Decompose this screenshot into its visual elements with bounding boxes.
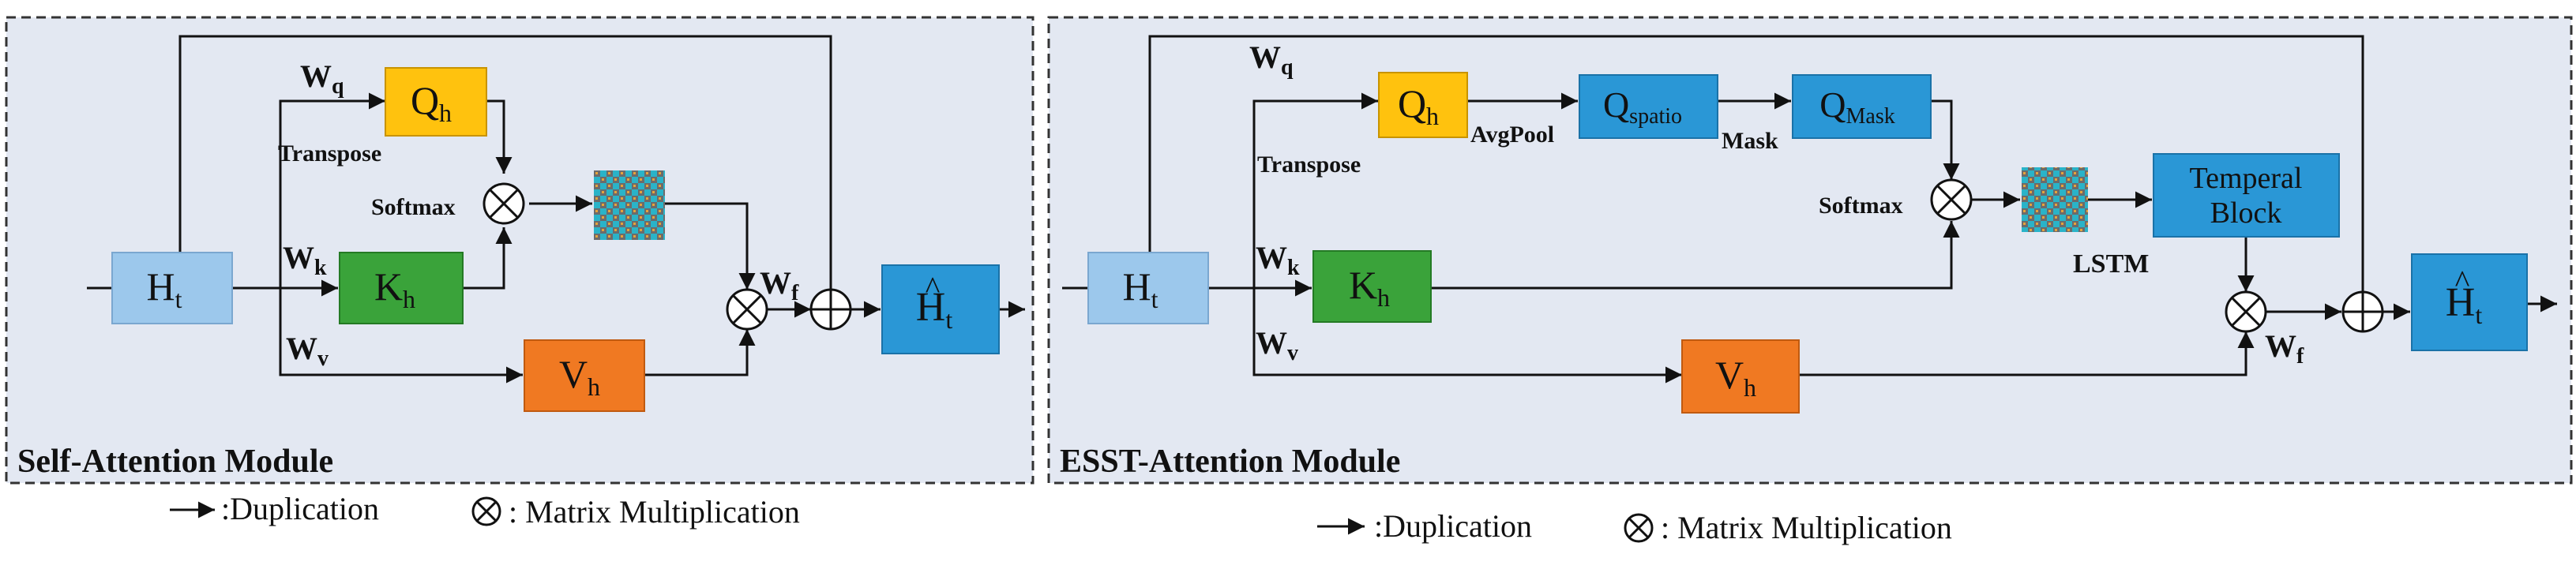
esst-attention-map (2022, 167, 2088, 232)
self-attention-map (594, 170, 665, 240)
legend-1-duplication: :Duplication (221, 491, 379, 526)
self-attention-panel: Ht Qh Kh Vh Ht ^ (5, 16, 1035, 485)
self-out-sub: t (945, 305, 952, 334)
svg-text:Ht: Ht (1123, 264, 1158, 313)
svg-text:Ht: Ht (147, 264, 182, 313)
self-output-node: Ht ^ (881, 264, 1000, 354)
esst-qspatio-node: Qspatio (1579, 74, 1718, 139)
esst-softmax-matmul-icon (1930, 178, 1973, 221)
self-qh-main: Q (411, 78, 439, 122)
legend-2-duplication: :Duplication (1374, 508, 1532, 544)
svg-text:Vh: Vh (1715, 353, 1756, 402)
esst-wv-label: Wv (1256, 325, 1298, 365)
esst-out-hat: ^ (2455, 264, 2470, 299)
self-kh-node: Kh (339, 252, 464, 324)
esst-ht-node: Ht (1087, 252, 1209, 324)
legend-1-matmul: : Matrix Multiplication (509, 494, 800, 530)
esst-avgpool-label: AvgPool (1470, 122, 1554, 148)
self-ht-sub: t (175, 285, 182, 313)
self-kh-sub: h (403, 285, 415, 313)
legend-1: :Duplication : Matrix Multiplication (170, 491, 800, 530)
esst-transpose-label: Transpose (1257, 152, 1361, 178)
self-out-main: H (916, 285, 946, 330)
self-wv-label: Wv (286, 331, 329, 371)
esst-wf-label: Wf (2265, 328, 2304, 369)
self-wq-label: Wq (300, 58, 344, 99)
self-ht-node: Ht (111, 252, 233, 324)
self-attention-frame (5, 16, 1035, 485)
svg-text:Ht: Ht (2446, 280, 2483, 329)
esst-softmax-label: Softmax (1819, 193, 1903, 219)
self-softmax-label: Softmax (371, 194, 456, 220)
esst-residual-add-icon (2341, 290, 2384, 333)
esst-qmask-node: QMask (1792, 74, 1932, 139)
esst-value-matmul-icon (2225, 290, 2267, 333)
svg-text:Kh: Kh (1349, 263, 1390, 312)
self-wk-label: Wk (283, 240, 327, 280)
svg-text:Qh: Qh (1398, 81, 1439, 130)
self-vh-sub: h (588, 372, 600, 401)
svg-text:Qh: Qh (411, 78, 452, 127)
self-kh-main: K (374, 264, 403, 309)
esst-mask-label: Mask (1722, 128, 1778, 154)
esst-vh-node: Vh (1681, 339, 1800, 414)
self-softmax-matmul-icon (483, 182, 525, 225)
esst-kh-node: Kh (1312, 250, 1432, 323)
self-vh-node: Vh (524, 339, 645, 412)
svg-text:Qspatio: Qspatio (1603, 84, 1682, 129)
self-qh-sub: h (439, 99, 452, 127)
esst-attention-title: ESST-Attention Module (1060, 444, 1400, 480)
esst-wk-label: Wk (1256, 240, 1300, 280)
esst-qh-node: Qh (1378, 72, 1468, 138)
svg-text:QMask: QMask (1819, 84, 1894, 129)
legend-2: :Duplication : Matrix Multiplication (1317, 508, 1952, 545)
self-attention-connectors (87, 35, 1025, 384)
self-residual-add-icon (809, 288, 852, 331)
self-wf-label: Wf (760, 265, 799, 305)
esst-output-node: Ht ^ (2411, 253, 2528, 351)
self-ht-main: H (147, 264, 175, 309)
self-attention-title: Self-Attention Module (17, 444, 333, 480)
esst-attention-panel: Ht Qh Qspatio QMask Kh Vh Temperal Block (1047, 16, 2573, 485)
matmul-legend-icon (1624, 513, 1654, 543)
matmul-legend-icon (471, 496, 501, 526)
svg-text:Vh: Vh (559, 352, 600, 401)
esst-lstm-label: LSTM (2073, 249, 2149, 279)
esst-temporal-block-node: Temperal Block (2153, 153, 2340, 238)
self-vh-main: V (559, 352, 588, 396)
svg-text:Kh: Kh (374, 264, 415, 313)
esst-wq-label: Wq (1249, 39, 1294, 80)
self-value-matmul-icon (726, 288, 768, 331)
temporal-line-2: Block (2210, 197, 2282, 230)
svg-text:Ht: Ht (916, 285, 953, 334)
self-qh-node: Qh (385, 67, 487, 137)
temporal-line-1: Temperal (2190, 162, 2303, 195)
self-out-hat: ^ (926, 270, 941, 305)
self-transpose-label: Transpose (278, 140, 381, 167)
legend-2-matmul: : Matrix Multiplication (1661, 510, 1952, 545)
esst-connectors (1062, 35, 2557, 384)
